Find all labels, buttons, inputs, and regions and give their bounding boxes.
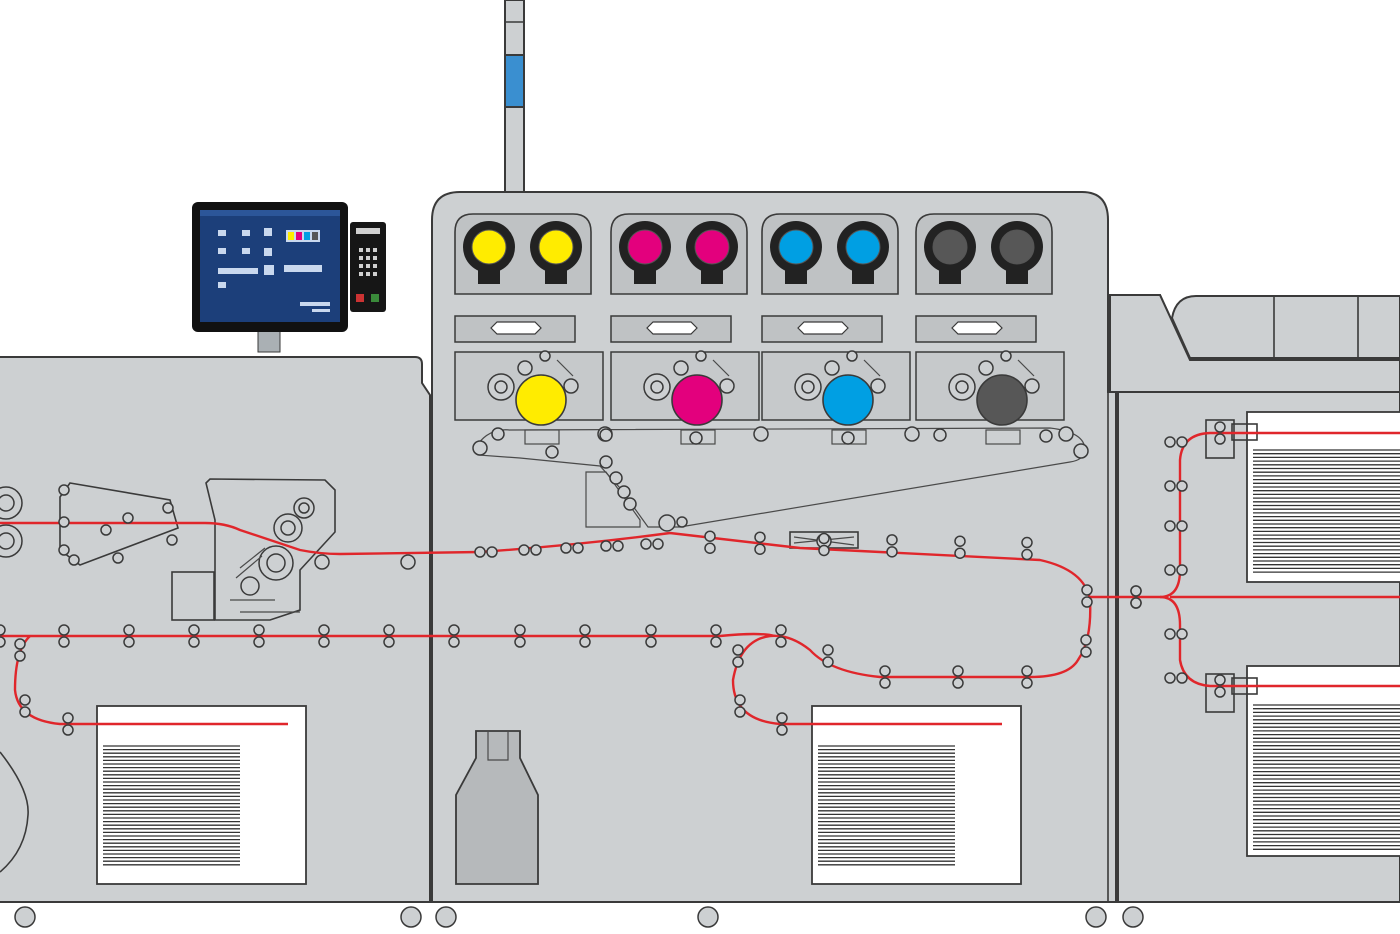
toner-bottle-icon <box>455 730 539 885</box>
roller-pair <box>58 624 70 648</box>
roller-pair <box>14 638 26 662</box>
roller-pair <box>600 540 624 552</box>
drum-black <box>976 374 1028 426</box>
roller-pair <box>474 546 498 558</box>
roller-pair <box>1021 536 1033 561</box>
roller-pair <box>732 644 744 668</box>
roller-pair <box>704 530 716 554</box>
roller-pair <box>1164 564 1188 576</box>
toner-station-yellow <box>454 213 613 445</box>
roller-pair <box>1164 520 1188 532</box>
roller-pair <box>579 624 591 648</box>
roller-pair <box>448 624 460 648</box>
roller-pair <box>734 694 746 718</box>
output-tray-top-right <box>1246 411 1400 583</box>
drum-yellow <box>515 374 567 426</box>
roller-pair <box>1164 480 1188 492</box>
drum-cyan <box>822 374 874 426</box>
signal-tower <box>504 0 525 193</box>
roller-pair <box>0 624 6 648</box>
roller-pair <box>1164 436 1188 448</box>
roller-pair <box>560 542 584 554</box>
roller-pair <box>1080 634 1092 658</box>
roller-pair <box>518 544 542 556</box>
control-panel[interactable] <box>192 202 386 353</box>
roller-pair <box>954 535 966 559</box>
paper-stack-right <box>1253 449 1400 850</box>
roller-pair <box>1021 665 1033 689</box>
caster-wheel <box>1085 906 1107 928</box>
toner-cyan <box>778 229 814 265</box>
roller-pair <box>318 624 330 648</box>
roller-pair <box>754 531 766 555</box>
roller-pair <box>818 532 830 557</box>
roller-pair <box>776 712 788 736</box>
toner-magenta <box>627 229 663 265</box>
toner-black <box>999 229 1035 265</box>
roller-pair <box>710 624 722 648</box>
toner-cyan <box>845 229 881 265</box>
roller-pair <box>514 624 526 648</box>
roller-pair <box>645 624 657 648</box>
stacker-module <box>1109 294 1400 928</box>
roller-pair <box>123 624 135 648</box>
roller-pair <box>1214 674 1226 698</box>
toner-station-cyan <box>761 213 920 445</box>
roller-pair <box>952 665 964 689</box>
roller-pair <box>62 712 74 736</box>
caster-wheel <box>400 906 422 928</box>
caster-wheel <box>435 906 457 928</box>
toner-magenta <box>694 229 730 265</box>
transport-rollers <box>0 421 1226 736</box>
toner-yellow <box>538 229 574 265</box>
toner-station-black <box>915 213 1074 445</box>
caster-wheel <box>697 906 719 928</box>
roller-pair <box>640 538 664 550</box>
roller-pair <box>886 534 898 558</box>
roller-pair <box>1214 421 1226 445</box>
paper-stack-left <box>103 745 240 866</box>
roller-pair <box>879 665 891 689</box>
roller-pair <box>1130 585 1142 609</box>
caster-wheel <box>14 906 36 928</box>
roller-pair <box>1164 672 1188 684</box>
toner-black <box>932 229 968 265</box>
toner-yellow <box>471 229 507 265</box>
roller-pair <box>822 644 834 668</box>
paper-stack-middle <box>818 745 955 866</box>
toner-stations <box>454 213 1074 445</box>
roller-pair <box>188 624 200 648</box>
roller-pair <box>1081 584 1093 608</box>
roller-pair <box>253 624 265 648</box>
roller-pair <box>19 694 31 718</box>
toner-station-magenta <box>610 213 769 445</box>
caster-wheel <box>1122 906 1144 928</box>
drum-magenta <box>671 374 723 426</box>
status-light-icon <box>504 54 525 108</box>
roller-pair <box>775 624 787 648</box>
roller-pair <box>383 624 395 648</box>
feeder-module <box>0 356 431 928</box>
roller-pair <box>1164 628 1188 640</box>
